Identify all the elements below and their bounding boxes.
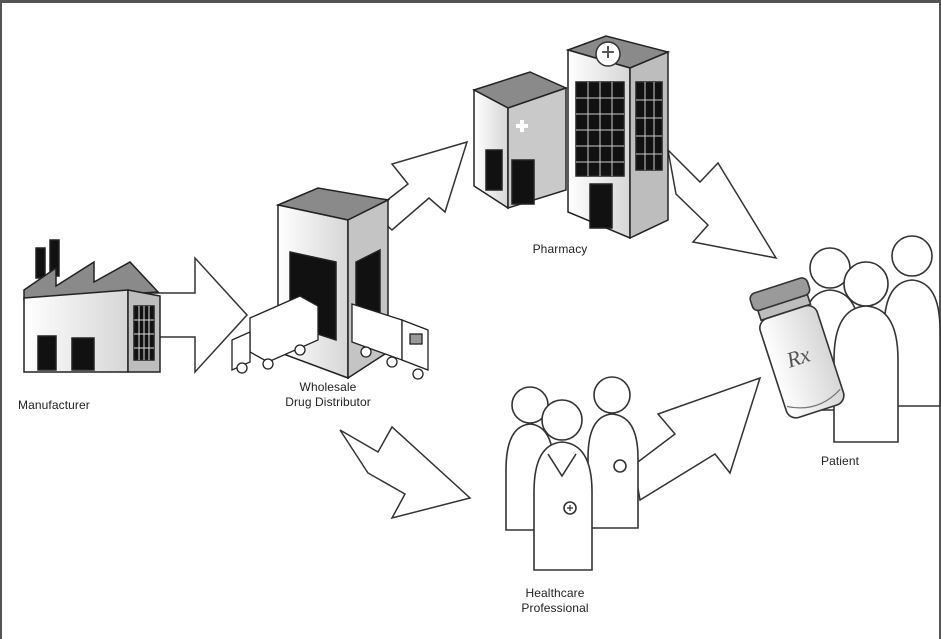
pharmacy-building-icon [472,35,671,240]
arrow-healthcare-to-patient [633,376,762,502]
healthcare-label: Healthcare Professional [500,586,610,616]
manufacturer-label-text: Manufacturer [18,398,90,412]
distributor-label-line1: Wholesale [299,380,357,394]
healthcare-label-line2: Professional [521,601,589,615]
distributor-label: Wholesale Drug Distributor [258,380,398,410]
patients-icon [801,235,941,443]
truck-icon-right [351,303,429,380]
pharmacy-label: Pharmacy [505,242,615,257]
healthcare-label-line1: Healthcare [525,586,585,600]
patient-label-text: Patient [820,454,860,468]
pharmacy-label-text: Pharmacy [532,242,588,256]
patient-label: Patient [795,454,885,469]
manufacturer-label: Manufacturer [18,398,118,413]
arrow-distributor-to-pharmacy [370,140,469,232]
healthcare-professionals-icon [505,376,639,571]
factory-icon [23,239,161,373]
arrow-distributor-to-healthcare [339,425,472,520]
distributor-label-line2: Drug Distributor [285,395,371,409]
prescription-bottle-icon: Rx [749,277,845,419]
arrow-pharmacy-to-patient [666,147,778,260]
truck-icon-left [231,295,319,374]
